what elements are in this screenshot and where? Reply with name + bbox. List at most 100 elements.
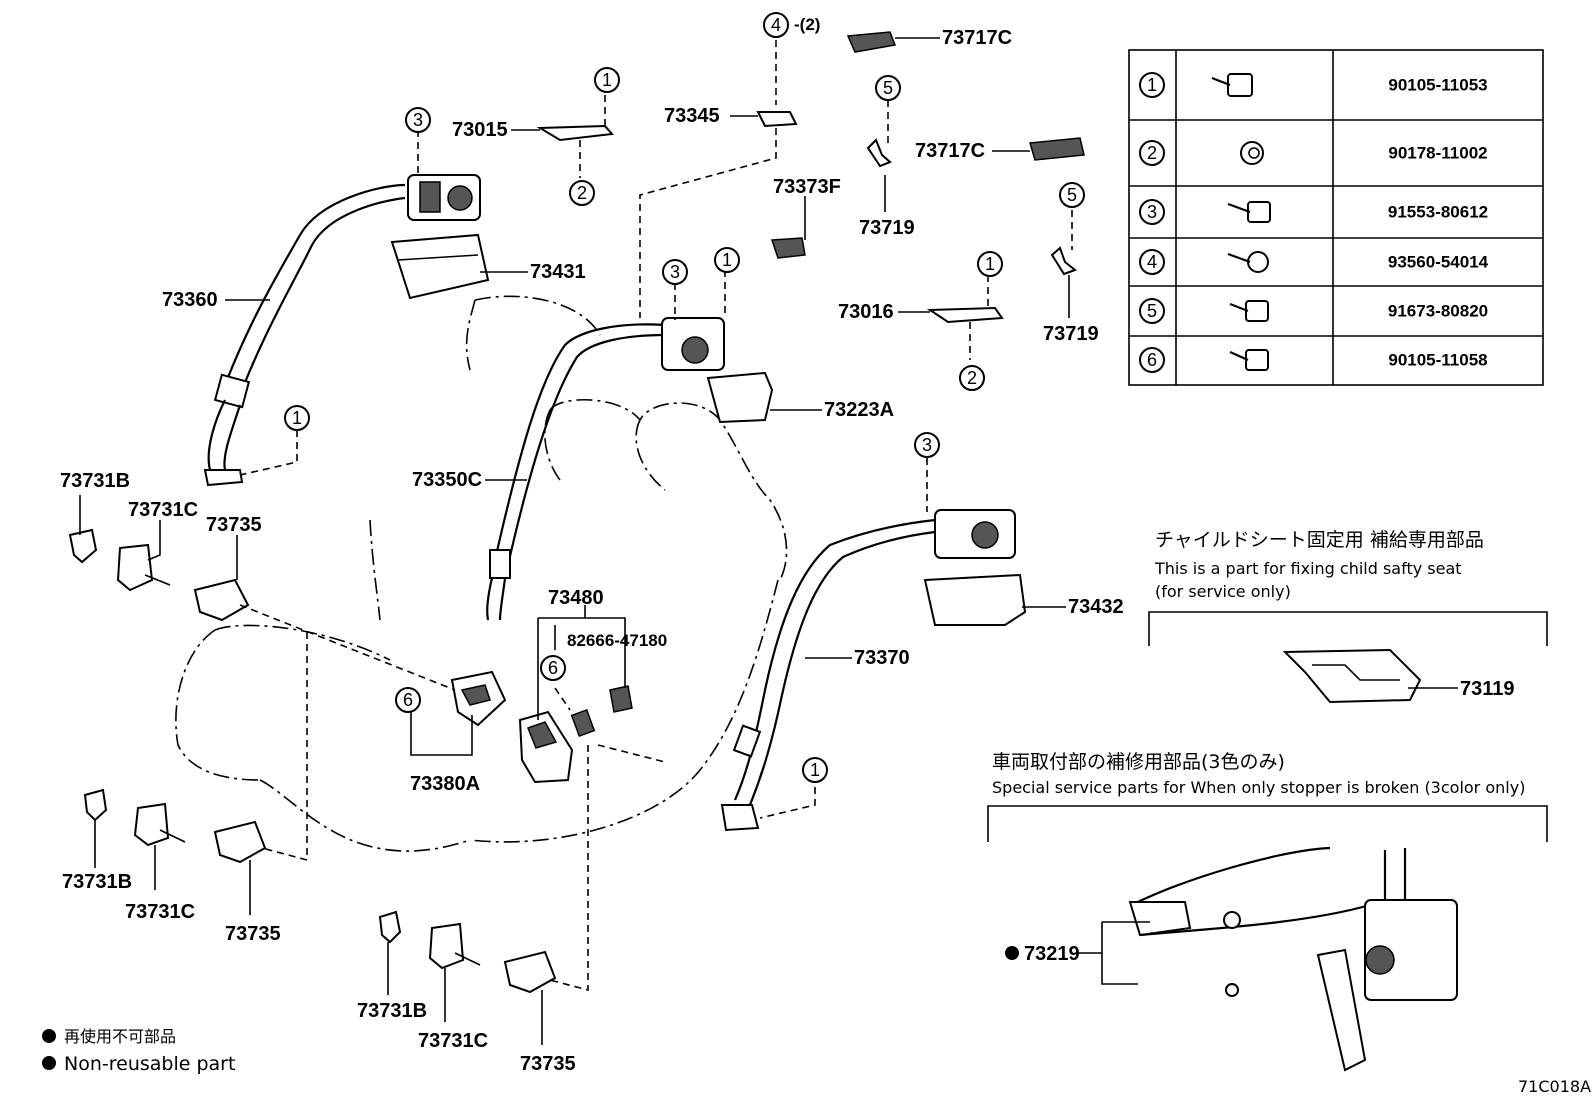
table-row-4: 4 93560-54014 — [1139, 249, 1489, 275]
svg-text:6: 6 — [403, 690, 413, 710]
bullet-icon — [42, 1029, 56, 1043]
legend: 再使用不可部品 Non-reusable part — [42, 1027, 235, 1075]
svg-text:1: 1 — [722, 250, 732, 270]
svg-text:1: 1 — [602, 70, 612, 90]
callout-6-b: 6 — [395, 687, 421, 713]
svg-text:3: 3 — [1147, 202, 1157, 222]
child-seat-line1: This is a part for fixing child safty se… — [1154, 559, 1462, 578]
label-73719-a: 73719 — [859, 217, 915, 239]
stopper-section: 車両取付部の補修用部品(3色のみ) Special service parts … — [987, 751, 1548, 1072]
svg-text:2: 2 — [967, 368, 977, 388]
child-seat-title-jp: チャイルドシート固定用 補給専用部品 — [1155, 529, 1484, 551]
callout-4: 4 — [763, 12, 789, 38]
svg-text:2: 2 — [1147, 143, 1157, 163]
bracket-73015 — [536, 124, 615, 142]
child-seat-section: チャイルドシート固定用 補給専用部品 This is a part for fi… — [1148, 529, 1548, 704]
label-73119: 73119 — [1460, 678, 1515, 700]
bracket-73345 — [756, 111, 798, 128]
clip-82666 — [609, 685, 633, 713]
label-73735-b: 73735 — [225, 923, 281, 945]
table-row-1: 1 90105-11053 — [1139, 72, 1488, 98]
callout-1-b: 1 — [714, 247, 740, 273]
bolt-icon — [1229, 349, 1269, 371]
svg-text:5: 5 — [883, 78, 893, 98]
child-seat-line2: (for service only) — [1155, 582, 1291, 601]
retractor-73350c — [661, 317, 725, 371]
label-73731b-c: 73731B — [357, 1000, 427, 1022]
label-73016: 73016 — [838, 301, 894, 323]
bracket-73016 — [926, 306, 1004, 324]
table-part-no: 90178-11002 — [1388, 144, 1487, 163]
label-73731b-b: 73731B — [62, 871, 132, 893]
callout-1-d: 1 — [284, 405, 310, 431]
callout-3-c: 3 — [914, 432, 940, 458]
guide-group-c — [378, 910, 557, 994]
bullet-icon — [42, 1056, 56, 1070]
label-73223a: 73223A — [824, 399, 894, 421]
label-82666-47180: 82666-47180 — [567, 631, 667, 650]
retractor-73360 — [407, 174, 481, 221]
cover-73431 — [390, 233, 490, 300]
bolt-icon — [1227, 201, 1271, 223]
hook-73719-a — [866, 138, 892, 168]
label-73717c-mid: 73717C — [915, 140, 985, 162]
label-73350c: 73350C — [412, 469, 482, 491]
svg-text:1: 1 — [1147, 75, 1157, 95]
callout-3-a: 3 — [405, 107, 431, 133]
label-73373f: 73373F — [773, 176, 841, 198]
label-73717c-top: 73717C — [942, 27, 1012, 49]
svg-text:3: 3 — [922, 435, 932, 455]
label-73432: 73432 — [1068, 596, 1124, 618]
label-73731c-b: 73731C — [125, 901, 195, 923]
label-73719-b: 73719 — [1043, 323, 1099, 345]
nut-icon — [1240, 141, 1264, 165]
svg-text:4: 4 — [771, 15, 781, 35]
legend-jp: 再使用不可部品 — [64, 1027, 176, 1046]
callout-1-a: 1 — [594, 67, 620, 93]
buckle-73380a — [450, 670, 507, 727]
label-73380a: 73380A — [410, 773, 480, 795]
svg-text:4: 4 — [1147, 252, 1157, 272]
callout-2-b: 2 — [959, 365, 985, 391]
callout-2-a: 2 — [569, 180, 595, 206]
bolt-icon — [1229, 300, 1269, 322]
clip-73373f — [770, 237, 806, 259]
retractor-73370 — [934, 509, 1016, 559]
stopper-title-jp: 車両取付部の補修用部品(3色のみ) — [992, 751, 1285, 773]
label-leaders — [79, 37, 1070, 1045]
label-73360: 73360 — [162, 289, 218, 311]
cover-73432 — [923, 573, 1027, 626]
label-73480: 73480 — [548, 587, 604, 609]
label-73345: 73345 — [664, 105, 720, 127]
label-qty-4: -(2) — [794, 15, 820, 34]
cover-73717c-top — [846, 31, 897, 53]
figure-code: 71C018A — [1518, 1077, 1591, 1096]
table-part-no: 93560-54014 — [1388, 253, 1489, 272]
label-73431: 73431 — [530, 261, 586, 283]
nonreusable-dot-icon — [1005, 946, 1019, 960]
callout-1-c: 1 — [977, 251, 1003, 277]
stopper-line1: Special service parts for When only stop… — [992, 778, 1525, 797]
svg-text:3: 3 — [670, 262, 680, 282]
label-73731c-c: 73731C — [418, 1030, 488, 1052]
belt-73360 — [203, 183, 406, 487]
bolt-icon — [1211, 73, 1253, 97]
svg-text:5: 5 — [1067, 185, 1077, 205]
label-73015: 73015 — [452, 119, 508, 141]
svg-text:6: 6 — [1147, 350, 1157, 370]
svg-text:5: 5 — [1147, 301, 1157, 321]
fastener-table: 1 90105-11053 2 90178-11002 3 91553-8061… — [1128, 49, 1544, 386]
seat-outline — [175, 295, 788, 852]
svg-text:6: 6 — [548, 658, 558, 678]
legend-en: Non-reusable part — [64, 1053, 235, 1075]
svg-text:3: 3 — [413, 110, 423, 130]
table-part-no: 90105-11053 — [1388, 76, 1487, 95]
part-labels: 73360 73015 73345 73717C 73717C 73373F 7… — [60, 15, 1124, 1075]
table-part-no: 91553-80612 — [1388, 203, 1488, 222]
label-73370: 73370 — [854, 647, 910, 669]
cover-73223a — [706, 371, 774, 424]
leader-lines — [239, 40, 1073, 992]
guide-group-a — [68, 528, 250, 622]
guide-group-b — [83, 788, 267, 864]
